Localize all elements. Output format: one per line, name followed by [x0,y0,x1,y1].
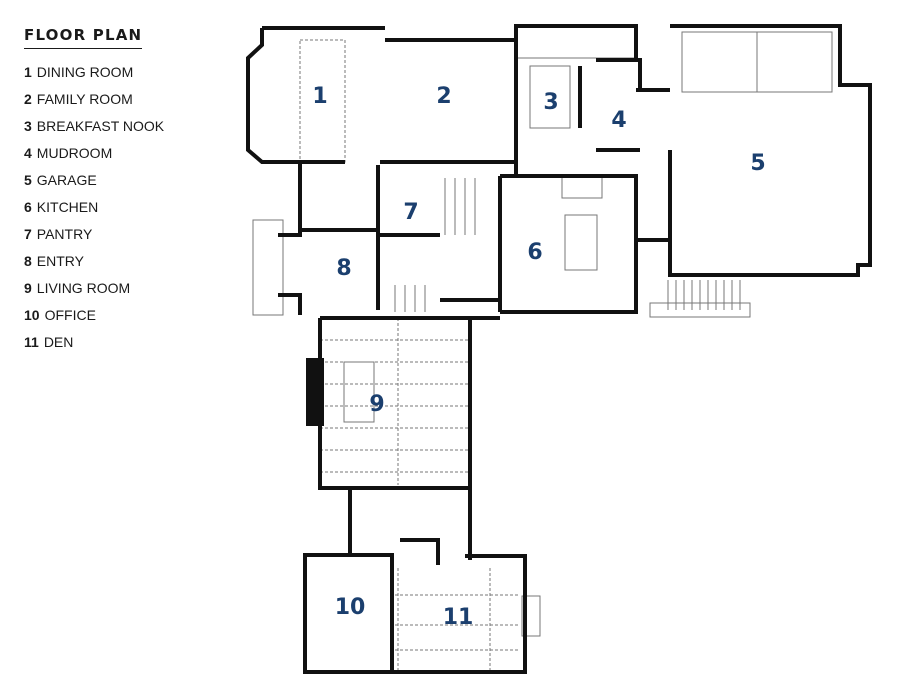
plan-walls [246,24,872,674]
legend-number: 11 [24,334,39,350]
plan-fine-lines [252,25,833,670]
legend-number: 9 [24,280,32,296]
legend-label: DINING ROOM [36,64,134,80]
legend-label: FAMILY ROOM [36,91,133,107]
room-label-garage: 5 [750,151,765,176]
room-label-kitchen: 6 [527,240,542,265]
legend-number: 6 [24,199,32,215]
legend-label: DEN [43,334,74,350]
room-label-family-room: 2 [436,84,451,109]
room-label-den: 11 [443,605,474,630]
legend-label: GARAGE [36,172,97,188]
room-label-mudroom: 4 [611,108,626,133]
room-label-pantry: 7 [403,200,418,225]
legend-label: MUDROOM [36,145,113,161]
legend-number: 8 [24,253,32,269]
room-label-entry: 8 [336,256,351,281]
legend-number: 5 [24,172,32,188]
legend-number: 4 [24,145,32,161]
room-label-office: 10 [335,595,366,620]
room-label-dining-room: 1 [312,84,327,109]
legend-number: 3 [24,118,32,134]
room-labels: 1 2 3 4 5 6 7 8 9 10 11 [312,84,765,630]
legend-label: OFFICE [44,307,96,323]
room-label-living-room: 9 [369,392,384,417]
legend-label: LIVING ROOM [36,280,131,296]
room-label-breakfast-nook: 3 [543,90,558,115]
legend-number: 10 [24,307,40,323]
legend-label: BREAKFAST NOOK [36,118,165,134]
legend-label: PANTRY [36,226,93,242]
legend-number: 2 [24,91,32,107]
legend-label: ENTRY [36,253,84,269]
legend-label: KITCHEN [36,199,99,215]
legend-number: 7 [24,226,32,242]
legend-number: 1 [24,64,32,80]
legend-title: FLOOR PLAN [24,26,143,49]
